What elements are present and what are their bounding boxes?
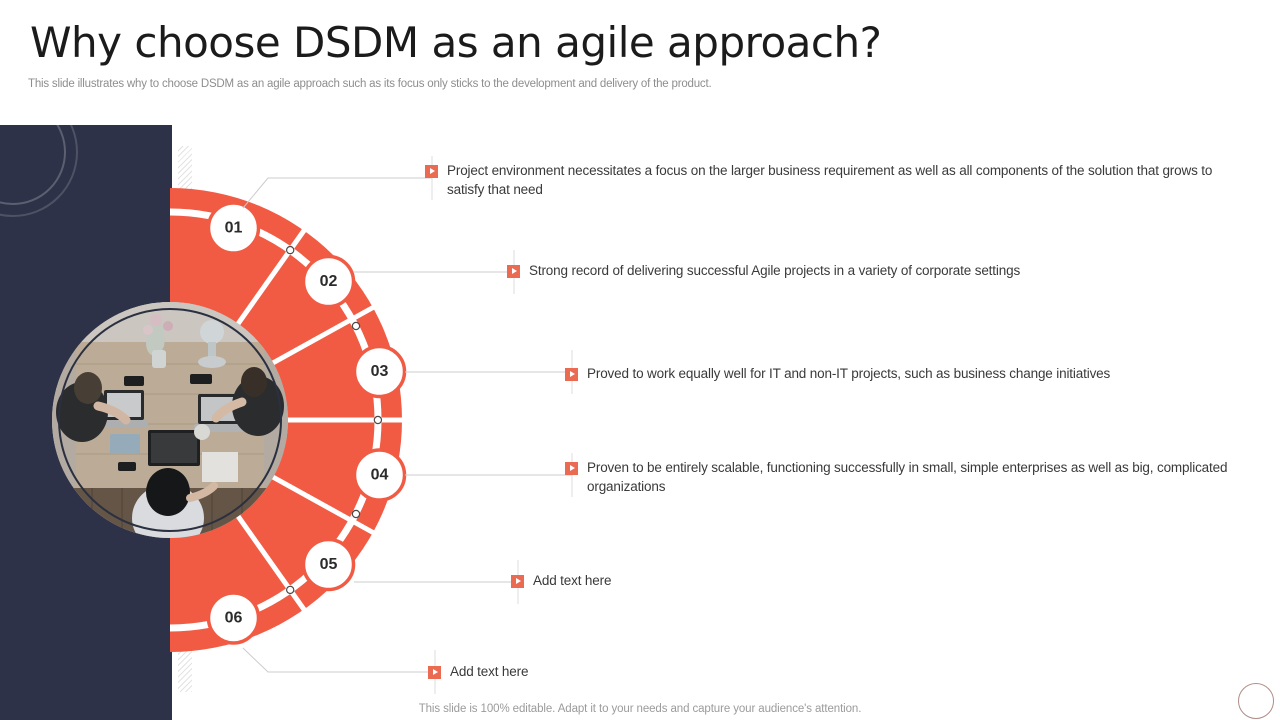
team-photo [52, 302, 288, 538]
callout-text-02: Strong record of delivering successful A… [529, 263, 1021, 278]
callout-text-06: Add text here [450, 664, 529, 679]
step-number-03: 03 [371, 363, 389, 380]
callout-item-03[interactable]: Proved to work equally well for IT and n… [565, 364, 1245, 383]
step-number-06: 06 [225, 610, 243, 627]
callout-text-04: Proven to be entirely scalable, function… [587, 460, 1228, 494]
step-number-05: 05 [320, 556, 338, 573]
decorative-circle-bottom-right-icon [1238, 683, 1274, 719]
callout-text-01: Project environment necessitates a focus… [447, 163, 1213, 197]
callout-item-02[interactable]: Strong record of delivering successful A… [507, 261, 1237, 280]
callout-item-04[interactable]: Proven to be entirely scalable, function… [565, 458, 1260, 496]
callout-item-01[interactable]: Project environment necessitates a focus… [425, 161, 1240, 199]
step-number-01: 01 [225, 220, 243, 237]
play-marker-icon [425, 165, 438, 178]
step-number-02: 02 [320, 273, 338, 290]
callout-item-05[interactable]: Add text here [511, 571, 911, 590]
callout-text-03: Proved to work equally well for IT and n… [587, 366, 1111, 381]
play-marker-icon [507, 265, 520, 278]
page-title: Why choose DSDM as an agile approach? [30, 18, 882, 67]
callout-item-06[interactable]: Add text here [428, 662, 828, 681]
play-marker-icon [511, 575, 524, 588]
step-number-04: 04 [371, 467, 389, 484]
callout-text-05: Add text here [533, 573, 612, 588]
play-marker-icon [565, 462, 578, 475]
footer-note: This slide is 100% editable. Adapt it to… [418, 703, 862, 715]
play-marker-icon [428, 666, 441, 679]
page-subtitle: This slide illustrates why to choose DSD… [28, 78, 712, 90]
play-marker-icon [565, 368, 578, 381]
